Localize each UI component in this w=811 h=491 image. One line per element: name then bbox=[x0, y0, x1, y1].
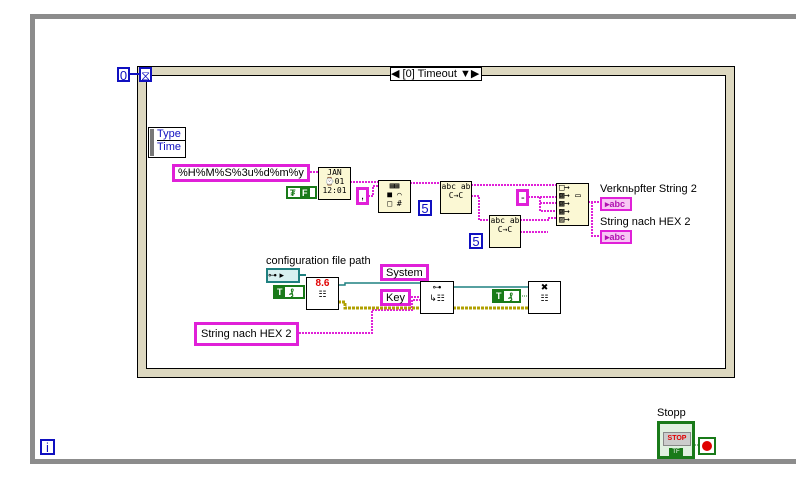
stop-circle-icon bbox=[702, 441, 712, 451]
bool-false-constant[interactable]: ₮ F bbox=[286, 186, 317, 199]
case-selector[interactable]: ◀ [0] Timeout ▼▶ bbox=[390, 67, 482, 81]
write-key-node[interactable]: ⊶↳☷ bbox=[420, 281, 454, 314]
wire bbox=[588, 201, 600, 237]
wire bbox=[520, 217, 556, 221]
format-string-constant[interactable]: %H%M%S%3u%d%m%y bbox=[172, 164, 310, 182]
tf-badge: TF bbox=[669, 448, 683, 456]
numeric-constant-2[interactable]: 5 bbox=[469, 233, 483, 249]
timeout-constant[interactable]: 0 bbox=[117, 67, 130, 82]
hex-string-indicator[interactable]: ▸abc bbox=[600, 230, 632, 244]
loop-condition-terminal[interactable] bbox=[698, 437, 716, 455]
wire bbox=[471, 195, 489, 221]
wire bbox=[368, 185, 378, 197]
hex-string-constant[interactable]: String nach HEX 2 bbox=[194, 322, 299, 346]
key-constant[interactable]: Key bbox=[380, 289, 411, 306]
event-data-type: Type bbox=[157, 128, 185, 141]
comma-constant[interactable]: , bbox=[356, 187, 369, 205]
iteration-terminal: i bbox=[40, 439, 55, 455]
config-path-label: configuration file path bbox=[266, 255, 371, 267]
stop-button[interactable]: STOP bbox=[663, 432, 691, 446]
numeric-constant[interactable]: 5 bbox=[418, 200, 432, 216]
case-label: [0] Timeout bbox=[402, 68, 457, 80]
stop-label: Stopp bbox=[657, 407, 686, 419]
system-section-constant[interactable]: System bbox=[380, 264, 429, 281]
wire bbox=[539, 197, 556, 212]
config-path-constant[interactable]: ⊶ ▸ bbox=[266, 268, 300, 283]
while-loop[interactable] bbox=[30, 14, 796, 464]
dropdown-icon[interactable]: ▼▶ bbox=[460, 68, 480, 80]
open-config-node[interactable]: 8.6☷ bbox=[306, 277, 339, 310]
bool-true-constant[interactable]: T ₰ bbox=[273, 285, 305, 299]
wire bbox=[290, 299, 420, 334]
close-config-node[interactable]: ✖☷ bbox=[528, 281, 561, 314]
prev-case-icon[interactable]: ◀ bbox=[391, 68, 400, 80]
concatenate-strings-node[interactable]: □→▩→ ▭▩→▩→▨→ bbox=[556, 183, 589, 226]
event-data-node[interactable]: Type Time bbox=[148, 127, 186, 158]
hourglass-icon: ⧖ bbox=[139, 67, 152, 83]
event-case-frame bbox=[146, 75, 726, 369]
hex-indicator-label: String nach HEX 2 bbox=[600, 216, 691, 228]
concat-indicator-label: Verknьpfter String 2 bbox=[600, 183, 697, 195]
match-pattern-node[interactable]: ▦▦■ ⌒□ # bbox=[378, 180, 411, 213]
stop-terminal[interactable]: STOP TF bbox=[657, 421, 695, 459]
dash-constant[interactable]: - bbox=[516, 189, 529, 206]
bool-true-constant-2[interactable]: T ₰ bbox=[492, 289, 521, 303]
concat-string-indicator[interactable]: ▸abc bbox=[600, 197, 632, 211]
event-data-time: Time bbox=[157, 141, 182, 153]
